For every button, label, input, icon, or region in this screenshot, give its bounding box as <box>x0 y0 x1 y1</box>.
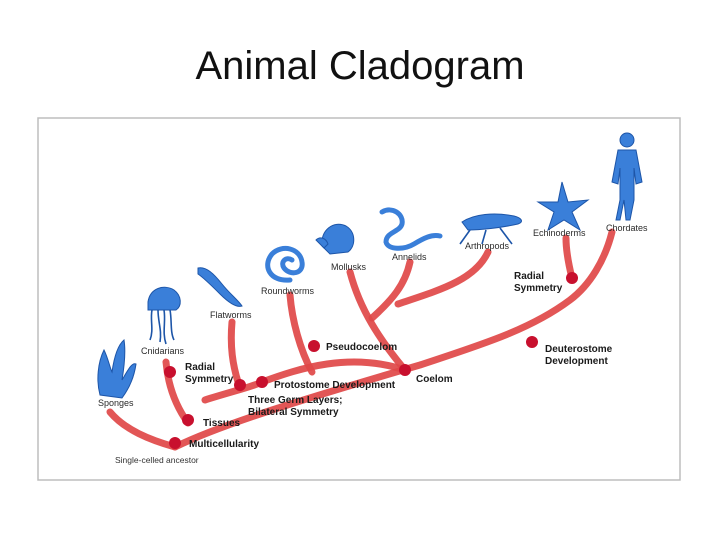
label-radial-echino-1: Radial <box>514 271 544 282</box>
label-radial-echino-2: Symmetry <box>514 283 563 294</box>
label-radial-1: Radial <box>185 362 215 373</box>
label-annelids: Annelids <box>392 252 427 262</box>
node-radial-echinoderm <box>566 272 578 284</box>
label-ancestor: Single-celled ancestor <box>115 455 199 465</box>
page-title: Animal Cladogram <box>195 44 525 88</box>
label-deuterostome-1: Deuterostome <box>545 344 613 355</box>
label-echinoderms: Echinoderms <box>533 228 586 238</box>
node-radial-symmetry <box>164 366 176 378</box>
label-tissues: Tissues <box>203 418 240 429</box>
node-pseudocoelom <box>308 340 320 352</box>
label-sponges: Sponges <box>98 398 134 408</box>
echinoderms-branch <box>562 234 576 282</box>
protostome-to-coelom <box>258 358 409 386</box>
arthropods-branch <box>394 248 492 308</box>
roundworms-branch <box>286 291 316 376</box>
label-cnidarians: Cnidarians <box>141 346 185 356</box>
mollusks-branch <box>346 268 409 374</box>
label-radial-2: Symmetry <box>185 374 234 385</box>
node-three-germ-layers <box>234 379 246 391</box>
node-protostome <box>256 376 268 388</box>
label-arthropods: Arthropods <box>465 241 510 251</box>
node-multicellularity <box>169 437 181 449</box>
label-three-germ-1: Three Germ Layers; <box>248 395 343 406</box>
figure-frame <box>37 117 681 481</box>
node-coelom <box>399 364 411 376</box>
roundworm-icon <box>265 245 305 283</box>
label-deuterostome-2: Development <box>545 356 608 367</box>
sponges-branch <box>106 408 179 451</box>
jellyfish-icon <box>147 286 181 345</box>
flatworm-icon <box>197 267 243 307</box>
label-flatworms: Flatworms <box>210 310 252 320</box>
label-roundworms: Roundworms <box>261 286 315 296</box>
trunk-branch <box>171 228 616 451</box>
label-multicellularity: Multicellularity <box>189 439 259 450</box>
label-three-germ-2: Bilateral Symmetry <box>248 407 339 418</box>
starfish-icon <box>536 181 590 232</box>
sponge-icon <box>97 339 137 399</box>
label-mollusks: Mollusks <box>331 262 367 272</box>
node-deuterostome <box>526 336 538 348</box>
label-protostome: Protostome Development <box>274 380 396 391</box>
annelid-icon <box>379 207 443 251</box>
snail-icon <box>315 223 355 255</box>
grasshopper-icon <box>459 213 522 245</box>
human-icon <box>611 132 643 221</box>
node-tissues <box>182 414 194 426</box>
label-pseudocoelom: Pseudocoelom <box>326 342 397 353</box>
label-coelom: Coelom <box>416 374 453 385</box>
label-chordates: Chordates <box>606 223 648 233</box>
annelids-branch <box>368 258 414 322</box>
